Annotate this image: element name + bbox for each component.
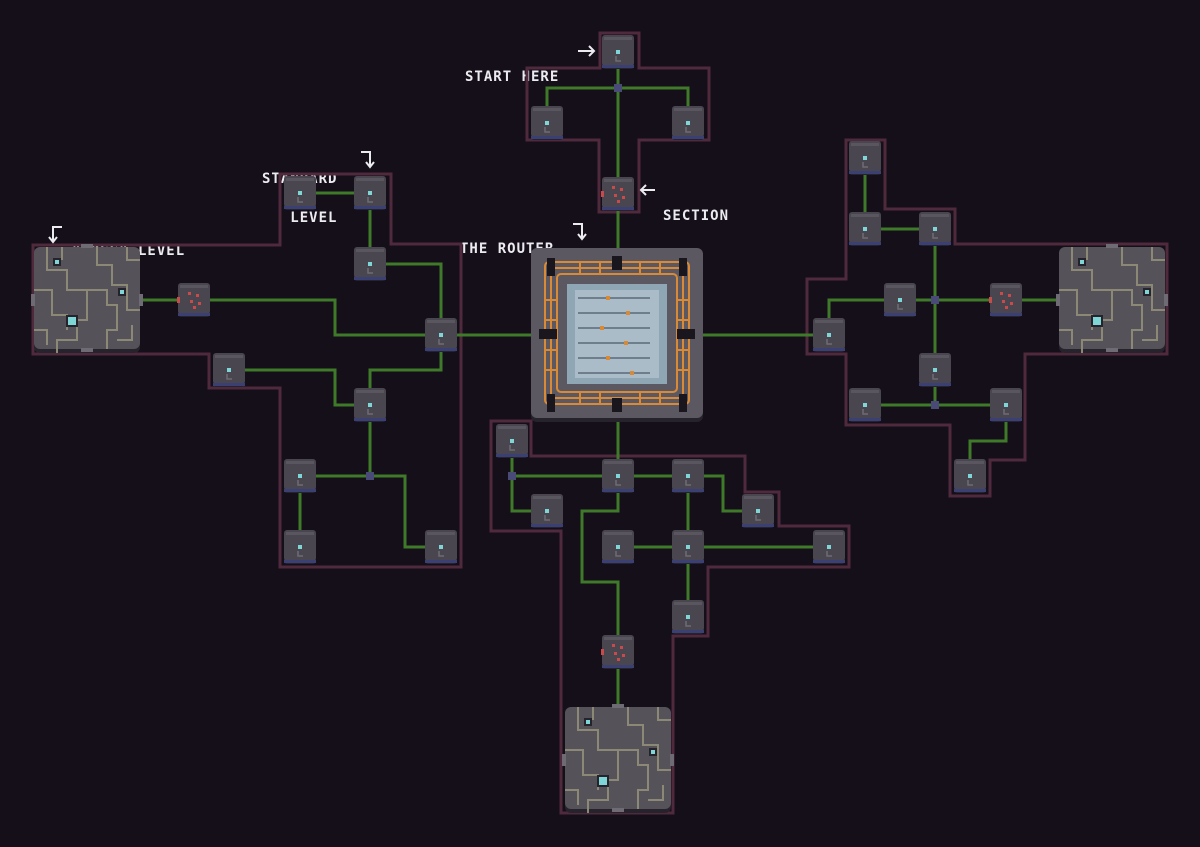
- section-lock-node[interactable]: [177, 283, 210, 317]
- level-node[interactable]: [848, 211, 882, 247]
- section-lock-text-1: SECTION: [663, 208, 730, 224]
- junction: [614, 84, 622, 92]
- start-here-text: START HERE: [465, 69, 560, 85]
- level-node[interactable]: [353, 387, 387, 423]
- level-node[interactable]: [424, 529, 458, 565]
- level-node[interactable]: [601, 458, 635, 494]
- junctions: [366, 84, 939, 480]
- level-node[interactable]: [671, 105, 705, 141]
- level-node[interactable]: [812, 529, 846, 565]
- level-node[interactable]: [601, 529, 635, 565]
- west-section-outline: [31, 172, 463, 569]
- level-node[interactable]: [848, 140, 882, 176]
- standard-arrow-icon: [361, 151, 375, 169]
- standard-level-text-2: LEVEL: [290, 210, 338, 226]
- level-node[interactable]: [741, 493, 775, 529]
- junction: [931, 401, 939, 409]
- level-node[interactable]: [530, 105, 564, 141]
- level-node[interactable]: [671, 599, 705, 635]
- level-node[interactable]: [918, 211, 952, 247]
- router-ports: [539, 256, 695, 412]
- section-lock-node[interactable]: [601, 635, 634, 669]
- level-node[interactable]: [848, 387, 882, 423]
- lock-arrow-icon: [639, 184, 655, 196]
- level-node[interactable]: [883, 282, 917, 318]
- boss-arrow-icon: [48, 226, 62, 244]
- router-node[interactable]: [531, 248, 703, 422]
- start-here-label: START HERE: [465, 45, 559, 97]
- router-arrow-icon: [573, 223, 587, 241]
- level-node[interactable]: [530, 493, 564, 529]
- level-node[interactable]: [495, 423, 529, 459]
- level-node[interactable]: [671, 529, 705, 565]
- boss-level-node-west[interactable]: [30, 243, 144, 354]
- level-node[interactable]: [283, 458, 317, 494]
- start-arrow-icon: [578, 45, 596, 57]
- label-arrows: [48, 45, 655, 244]
- boss-level-node-south[interactable]: [561, 703, 675, 814]
- standard-level-node[interactable]: [353, 175, 387, 211]
- router-screen-lines: [578, 297, 650, 374]
- junction: [508, 472, 516, 480]
- level-node[interactable]: [671, 458, 705, 494]
- level-node[interactable]: [424, 317, 458, 353]
- east-section-outline: [805, 138, 1169, 498]
- router-screen-dots: [600, 296, 634, 375]
- north-section-outline: [525, 31, 711, 214]
- level-node[interactable]: [212, 352, 246, 388]
- section-outlines: [31, 31, 1169, 815]
- junction: [366, 472, 374, 480]
- level-node[interactable]: [283, 529, 317, 565]
- boss-level-node-east[interactable]: [1055, 243, 1169, 354]
- section-lock-node[interactable]: [989, 283, 1022, 317]
- south-section-outline: [489, 419, 851, 815]
- level-node[interactable]: [989, 387, 1023, 423]
- junction: [931, 296, 939, 304]
- level-node[interactable]: [918, 352, 952, 388]
- level-node[interactable]: [353, 246, 387, 282]
- section-lock-node[interactable]: [601, 177, 634, 211]
- start-level-node[interactable]: [601, 34, 635, 70]
- level-node[interactable]: [953, 458, 987, 494]
- level-node[interactable]: [812, 317, 846, 353]
- level-node[interactable]: [283, 175, 317, 211]
